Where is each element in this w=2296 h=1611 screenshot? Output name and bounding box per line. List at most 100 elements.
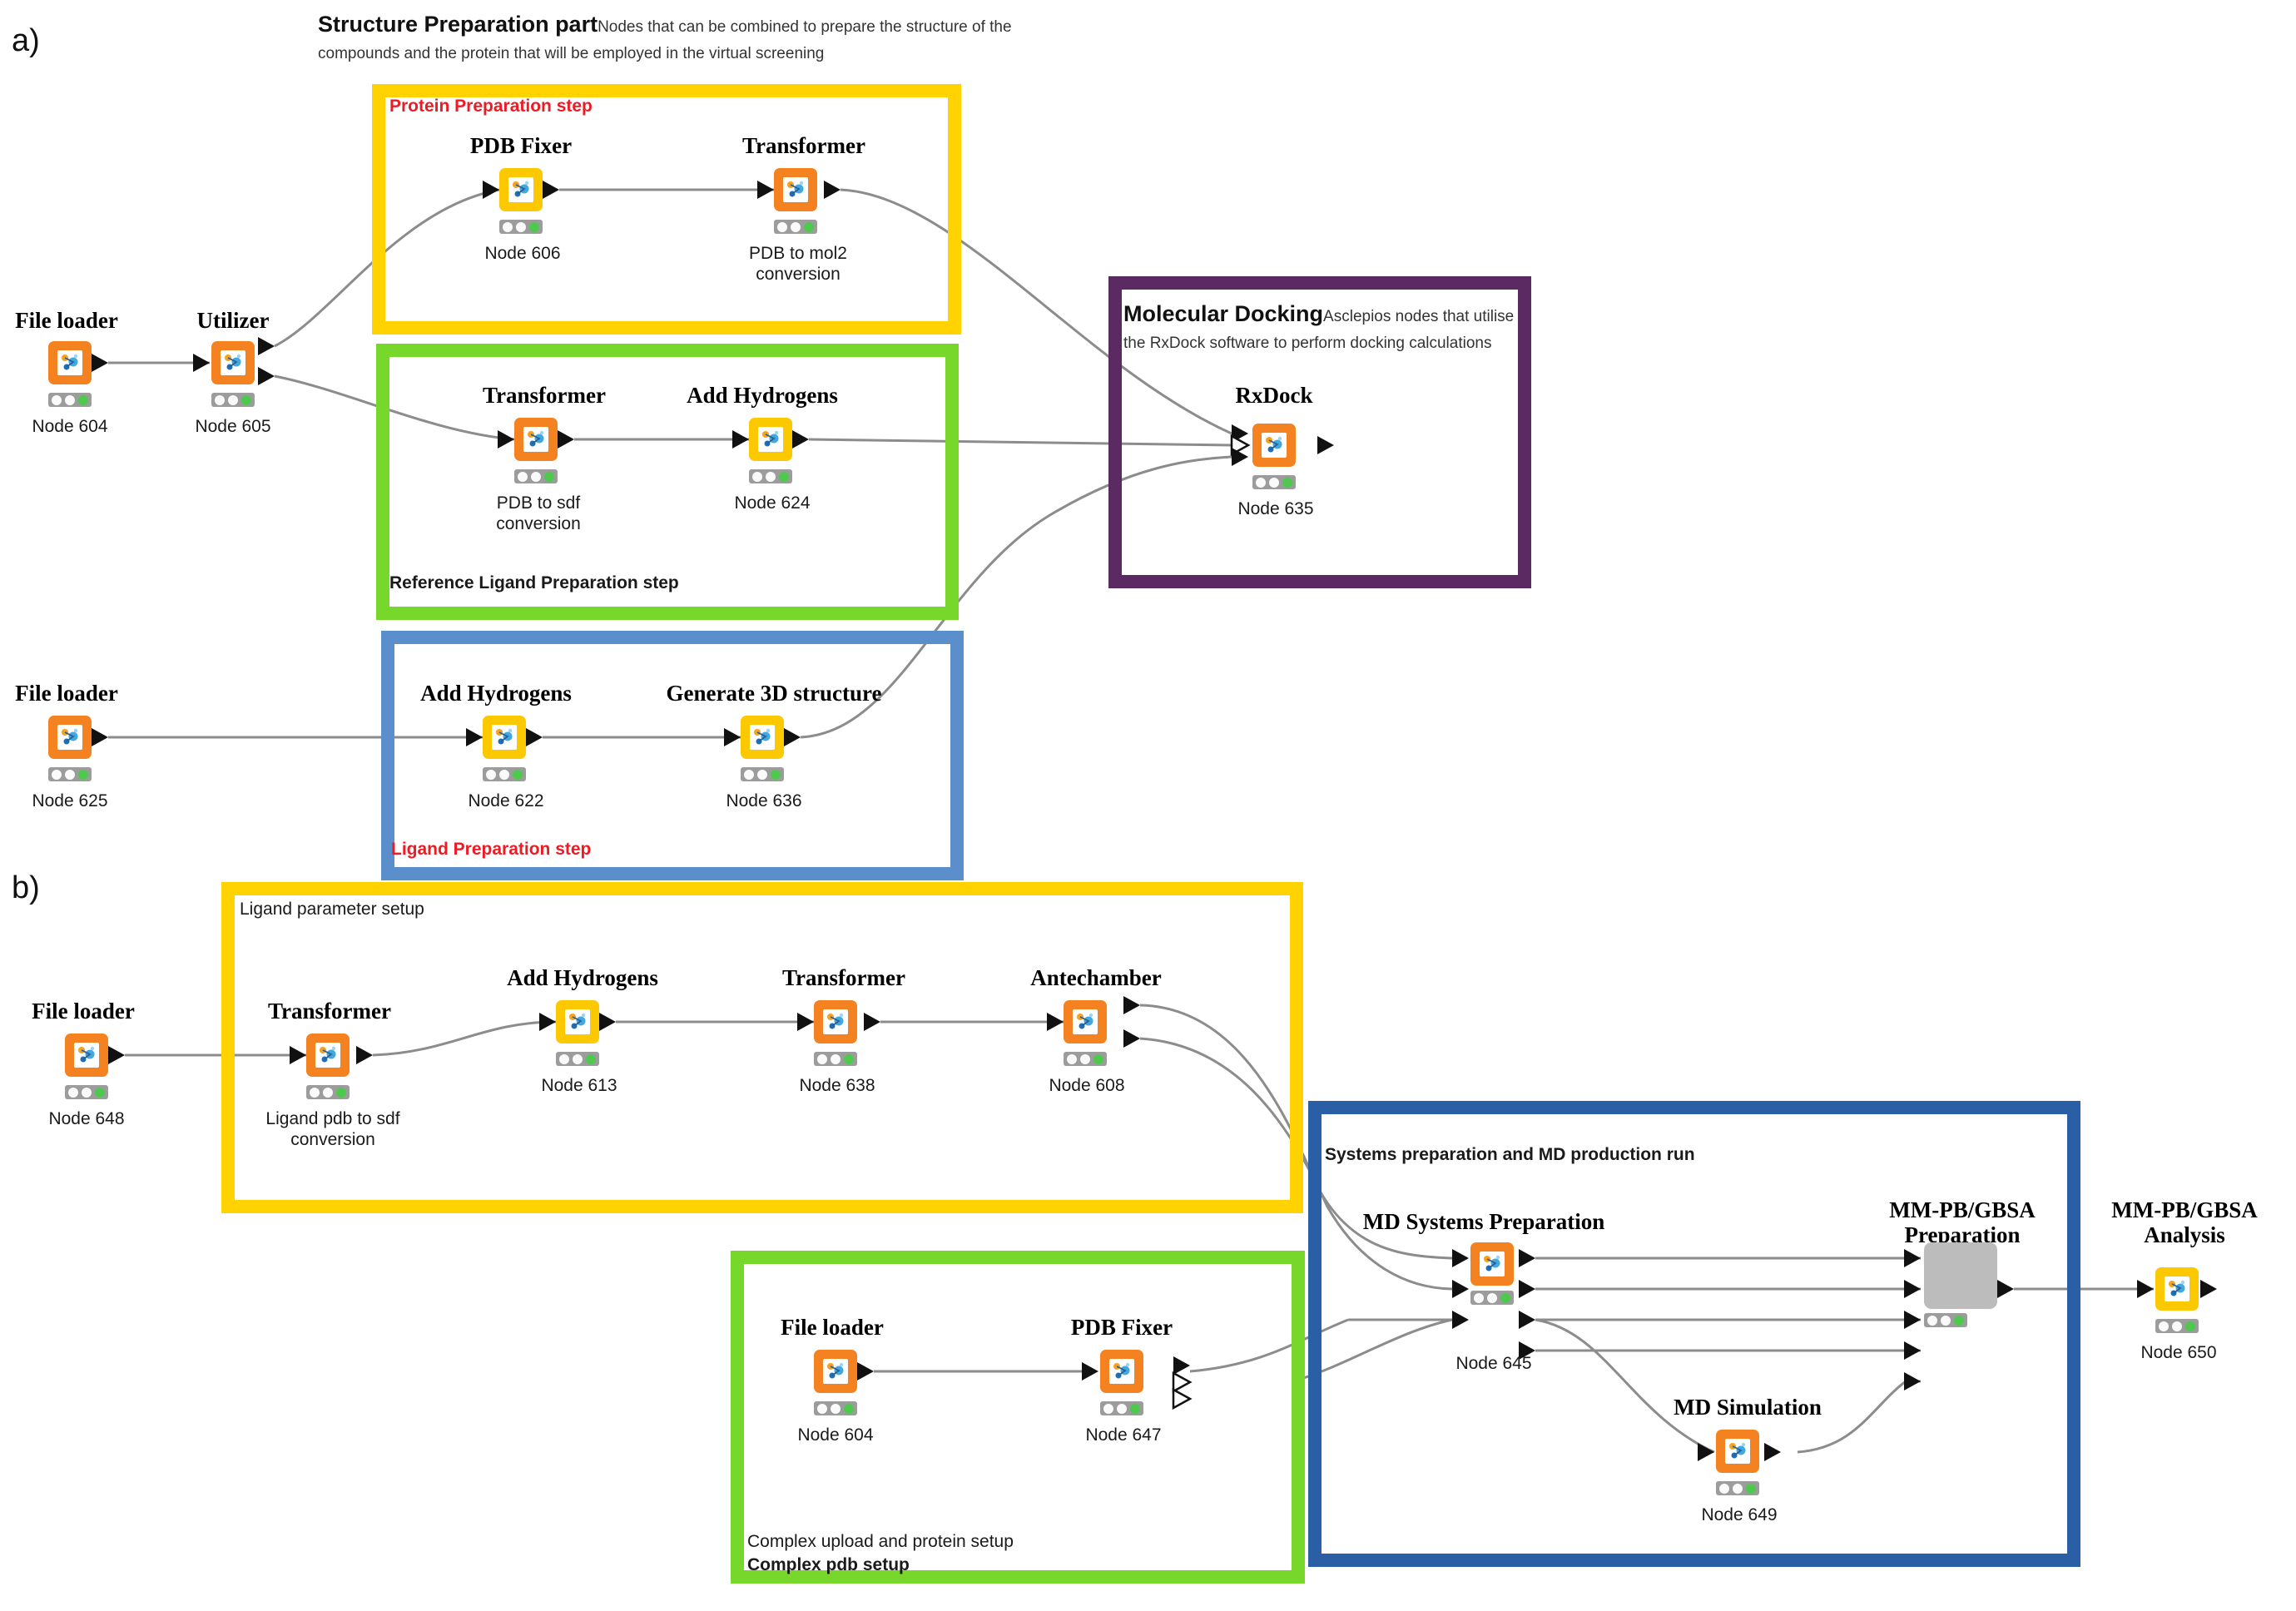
node-638[interactable] [814, 1000, 857, 1043]
molecule-icon [1725, 1439, 1750, 1464]
node-648[interactable] [65, 1034, 108, 1077]
status-dot-executed [1954, 1315, 1964, 1326]
node-label-606: Node 606 [484, 244, 561, 263]
node-622[interactable] [483, 716, 526, 759]
status-dot-executed [241, 394, 251, 405]
molecule-icon [1480, 1252, 1505, 1276]
status-dot-idle [65, 769, 75, 780]
node-title-624: Add Hydrogens [687, 383, 838, 408]
status-dot-executed [78, 394, 88, 405]
status-dot-idle [1080, 1053, 1090, 1064]
node-status-608 [1064, 1052, 1107, 1066]
node-status-606 [499, 220, 543, 234]
status-dot-idle [65, 394, 75, 405]
node-title-625: File loader [15, 681, 118, 706]
molecule-icon [823, 1359, 848, 1384]
node-title-648: File loader [32, 999, 135, 1024]
node-title-606: PDB Fixer [469, 133, 573, 158]
node-649[interactable] [1716, 1430, 1759, 1473]
molecule-icon [315, 1043, 340, 1068]
status-dot-idle [2172, 1321, 2182, 1331]
status-dot-executed [844, 1053, 854, 1064]
structure-preparation-title: Structure Preparation part [318, 12, 598, 37]
status-dot-idle [1487, 1292, 1497, 1303]
status-dot-idle [1269, 477, 1279, 488]
molecule-icon [523, 427, 548, 452]
panel-b-letter: b) [12, 870, 40, 905]
node-label-636: Node 636 [726, 791, 802, 810]
node-title-649: MD Simulation [1674, 1395, 1822, 1420]
node-604b[interactable] [814, 1350, 857, 1393]
status-dot-idle [757, 769, 767, 780]
node-label-604: Node 604 [32, 417, 108, 436]
molecule-icon [221, 350, 245, 375]
status-dot-executed [1282, 477, 1292, 488]
node-623[interactable] [514, 418, 558, 461]
status-dot-idle [1256, 477, 1266, 488]
status-dot-idle [777, 221, 787, 232]
status-dot-idle [559, 1053, 569, 1064]
node-613[interactable] [556, 1000, 599, 1043]
node-title-ligand-transformer: Transformer [268, 999, 391, 1024]
molecular-docking-group [1108, 276, 1531, 588]
structure-preparation-heading: Structure Preparation partNodes that can… [318, 10, 1084, 65]
molecule-icon [74, 1043, 99, 1068]
molecule-icon [1262, 433, 1287, 458]
node-label-638: Node 638 [799, 1076, 875, 1095]
node-604[interactable] [48, 341, 92, 384]
molecular-docking-heading: Molecular DockingAsclepios nodes that ut… [1123, 300, 1523, 354]
status-dot-executed [804, 221, 814, 232]
node-label-645: Node 645 [1455, 1354, 1532, 1373]
node-624[interactable] [749, 418, 792, 461]
node-645[interactable] [1470, 1242, 1514, 1286]
node-606t[interactable] [774, 168, 817, 211]
status-dot-executed [1500, 1292, 1510, 1303]
node-605[interactable] [211, 341, 255, 384]
node-647[interactable] [1100, 1350, 1143, 1393]
systems-preparation-group [1308, 1101, 2080, 1567]
node-status-ligand-transformer [306, 1085, 350, 1099]
node-label-605: Node 605 [195, 417, 271, 436]
status-dot-idle [215, 394, 225, 405]
node-650[interactable] [2155, 1267, 2199, 1311]
ligand-preparation-step-label: Ligand Preparation step [391, 840, 592, 859]
node-status-638 [814, 1052, 857, 1066]
node-606[interactable] [499, 168, 543, 211]
node-status-mmpbgbsa-preparation [1924, 1313, 1967, 1327]
status-dot-executed [529, 221, 539, 232]
status-dot-idle [52, 394, 62, 405]
node-status-645 [1470, 1291, 1514, 1305]
status-dot-idle [744, 769, 754, 780]
status-dot-executed [2185, 1321, 2195, 1331]
node-625[interactable] [48, 716, 92, 759]
molecule-icon [508, 177, 533, 202]
molecule-icon [565, 1009, 590, 1034]
status-dot-idle [499, 769, 509, 780]
status-dot-executed [513, 769, 523, 780]
node-title-606t: Transformer [742, 133, 865, 158]
node-label-604b: Node 604 [797, 1425, 874, 1445]
status-dot-idle [323, 1087, 333, 1098]
node-status-624 [749, 469, 792, 483]
node-status-623 [514, 469, 558, 483]
node-635[interactable] [1252, 424, 1296, 467]
node-status-622 [483, 767, 526, 781]
node-ligand-transformer[interactable] [306, 1034, 350, 1077]
status-dot-idle [831, 1053, 841, 1064]
node-608[interactable] [1064, 1000, 1107, 1043]
status-dot-executed [78, 769, 88, 780]
node-636[interactable] [741, 716, 784, 759]
node-mmpbgbsa-preparation[interactable] [1924, 1242, 1997, 1309]
molecule-icon [57, 350, 82, 375]
node-status-604 [48, 393, 92, 407]
status-dot-idle [1067, 1053, 1077, 1064]
molecule-icon [750, 725, 775, 750]
status-dot-executed [1130, 1403, 1140, 1414]
node-title-650: MM-PB/GBSA Analysis [2111, 1197, 2258, 1247]
node-status-635 [1252, 475, 1296, 489]
node-title-604: File loader [15, 308, 118, 333]
node-label-647: Node 647 [1085, 1425, 1162, 1445]
node-label-650: Node 650 [2140, 1343, 2217, 1362]
node-title-636: Generate 3D structure [666, 681, 882, 706]
status-dot-executed [95, 1087, 105, 1098]
